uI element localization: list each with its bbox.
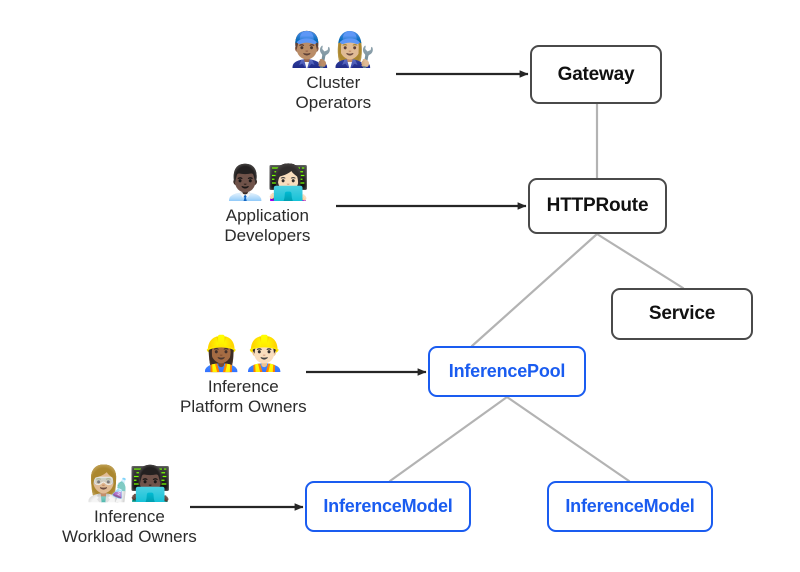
node-inferencepool[interactable]: InferencePool (428, 346, 586, 397)
node-label: InferencePool (448, 361, 566, 381)
node-service[interactable]: Service (611, 288, 753, 340)
woman-scientist-icon: 👩🏼‍🔬👨🏿‍💻 (86, 464, 173, 504)
node-httproute[interactable]: HTTPRoute (528, 178, 667, 234)
actor-label-line1: Application (225, 206, 309, 225)
link-inferencepool_to_model_right (505, 395, 631, 483)
node-label: HTTPRoute (546, 195, 649, 216)
node-inferencemodel_right[interactable]: InferenceModel (547, 481, 713, 532)
actor-label-line1: Inference (207, 377, 279, 396)
man-mechanic-icon: 👨🏽‍🔧👩🏼‍🔧 (290, 30, 377, 70)
actor-label-line2: Developers (224, 225, 311, 245)
man-office-worker-icon: 👨🏿‍💼👩🏻‍💻 (224, 163, 311, 203)
actor-label-line1: Inference (93, 507, 165, 526)
persona-arrows (190, 70, 529, 511)
actor-label-line1: Cluster (306, 73, 361, 92)
woman-construction-worker-icon: 👷🏾‍♀️👷🏻‍♂️ (199, 334, 287, 374)
node-label: Service (648, 303, 716, 324)
link-httproute_to_service (595, 232, 685, 290)
link-inferencepool_to_model_left (388, 395, 509, 483)
node-label: Gateway (557, 63, 635, 85)
actor-label-line2: Workload Owners (62, 526, 197, 546)
node-inferencemodel_left[interactable]: InferenceModel (305, 481, 471, 532)
link-httproute_to_inferencepool (470, 232, 599, 348)
node-label: InferenceModel (565, 496, 695, 516)
actor-label-line2: Platform Owners (180, 396, 307, 416)
node-gateway[interactable]: Gateway (530, 45, 662, 104)
node-label: InferenceModel (323, 496, 453, 516)
actor-label-line2: Operators (295, 92, 372, 112)
